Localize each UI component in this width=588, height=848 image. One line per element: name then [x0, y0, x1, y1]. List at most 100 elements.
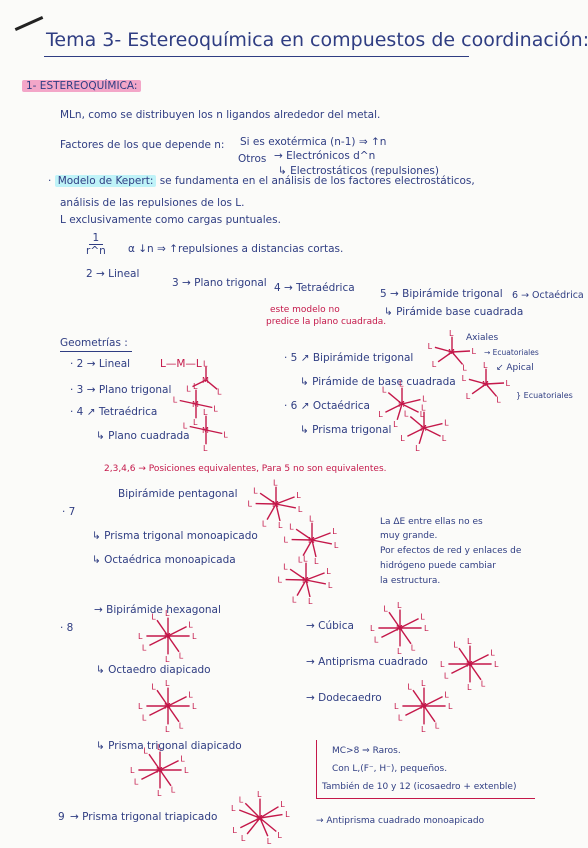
equivalent-note: 2,3,4,6 → Posiciones equivalentes, Para … [104, 464, 387, 474]
bond [399, 617, 419, 629]
ligand-label: L [393, 420, 398, 429]
ligand-label: L [223, 430, 228, 439]
ligand-label: L [285, 810, 290, 819]
g7-note-2: muy grande. [380, 531, 438, 541]
bond [305, 579, 311, 598]
ligand-label: L [213, 404, 218, 413]
bond [302, 539, 313, 556]
ligand-label: L [203, 408, 208, 417]
bond [381, 627, 401, 639]
ligand-label: L [424, 624, 429, 633]
g3-plano: · 3 → Plano trigonal [70, 384, 172, 396]
ligand-label: L [203, 444, 208, 453]
bond [471, 383, 487, 395]
bond [305, 579, 327, 585]
ligand-label: L [278, 575, 283, 584]
bond [485, 382, 505, 385]
bond [238, 809, 261, 819]
ligand-label: L [308, 597, 313, 606]
ligand-label: L [453, 640, 458, 649]
kepert-text-2: análisis de las repulsiones de los L. [60, 197, 245, 209]
bond [401, 398, 421, 405]
ligand-label: L [421, 679, 426, 688]
equatorial-label: → Ecuatoriales [484, 348, 539, 357]
ligand-label: L [239, 795, 244, 804]
n3-plano: 3 → Plano trigonal [172, 277, 267, 289]
bond [141, 769, 161, 781]
ligand-label: L [217, 388, 222, 397]
factor-otros: Otros [238, 153, 267, 165]
ligand-label: L [481, 680, 486, 689]
ligand-label: L [298, 505, 303, 514]
equatorial-label-2: } Ecuatoriales [516, 391, 573, 400]
ligand-label: L [462, 374, 467, 383]
pen-mark [14, 16, 44, 31]
inverse-text: α ↓n ⇒ ↑repulsiones a distancias cortas. [128, 243, 344, 255]
ligand-label: L [467, 637, 472, 646]
ligand-label: L [188, 690, 193, 699]
bond [289, 568, 307, 581]
g8-label: · 8 [60, 622, 74, 634]
ligand-label: L [278, 521, 283, 530]
bond [159, 769, 172, 787]
ligand-label: L [394, 702, 399, 711]
ligand-label: L [411, 644, 416, 653]
bond [189, 425, 207, 431]
bond [167, 695, 187, 707]
ligand-label: L [506, 379, 511, 388]
ligand-label: L [442, 434, 447, 443]
ligand-label: L [444, 672, 449, 681]
g8-dodecaedro: → Dodecaedro [306, 692, 382, 704]
bond [167, 635, 180, 653]
ligand-label: L [378, 410, 383, 419]
g5-piramide: ↳ Pirámide de base cuadrada [300, 376, 456, 388]
bond [259, 813, 283, 819]
ligand-label: L [421, 725, 426, 734]
bond [385, 403, 403, 413]
ligand-label: L [397, 601, 402, 610]
bond [246, 817, 261, 835]
bond [407, 427, 425, 437]
ligand-label: L [399, 380, 404, 389]
ligand-label: L [444, 419, 449, 428]
metal-label: M [420, 424, 427, 433]
bond [451, 663, 471, 675]
ligand-label: L [383, 604, 388, 613]
ml-line: MLn, como se distribuyen los n ligandos … [60, 109, 381, 121]
bond [205, 429, 223, 435]
metal-label: M [308, 536, 315, 545]
ligand-label: L [449, 329, 454, 338]
bullet: · [48, 175, 55, 187]
factors-label: Factores de los que depende n: [60, 139, 225, 151]
ligand-label: L [462, 364, 467, 373]
ligand-label: L [374, 636, 379, 645]
metal-label: M [396, 624, 403, 633]
ligand-label: L [370, 624, 375, 633]
bond [296, 579, 307, 596]
g7-note-4: hidrógeno puede cambiar [380, 561, 496, 571]
g2-lineal: · 2 → Lineal [70, 358, 131, 370]
g8-octaedro: ↳ Octaedro diapicado [96, 664, 211, 676]
ligand-label: L [143, 746, 148, 755]
metal-label: M [448, 348, 455, 357]
ligand-label: L [193, 418, 198, 427]
bond [458, 647, 471, 665]
section-heading: 1- ESTEREOQUÍMICA: [22, 80, 142, 92]
ligand-label: L [296, 491, 301, 500]
ligand-label: L [142, 714, 147, 723]
g9-prisma: → Prisma trigonal triapicado [70, 811, 218, 823]
ligand-label: L [193, 382, 198, 391]
bond [412, 689, 425, 707]
bond [401, 403, 419, 413]
bond [305, 572, 325, 581]
kepert-model: · Modelo de Kepert: se fundamenta en el … [48, 175, 475, 187]
ligand-label: L [314, 557, 319, 566]
bond [485, 383, 498, 397]
ligand-label: L [415, 444, 420, 453]
g9-label: 9 [58, 811, 65, 823]
box-line-1: MC>8 ⇒ Raros. [332, 746, 401, 756]
